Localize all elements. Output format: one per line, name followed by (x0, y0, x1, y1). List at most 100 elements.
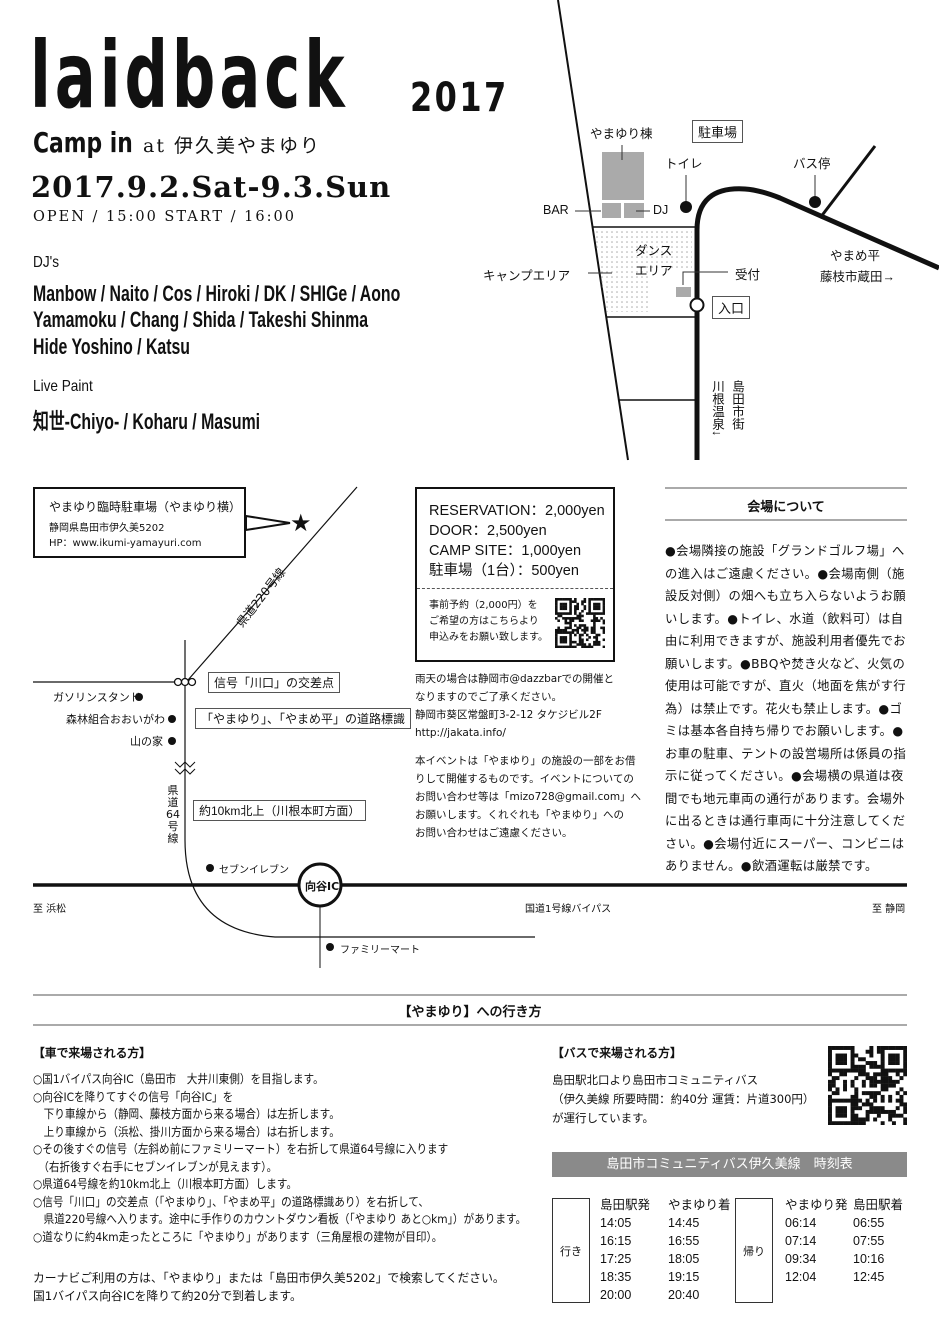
qr-module (595, 638, 599, 642)
qr-module (578, 640, 582, 644)
qr-module (835, 1046, 840, 1050)
qr-module (602, 612, 605, 615)
qr-module (828, 1083, 832, 1088)
qr-module (574, 609, 577, 613)
qr-module (903, 1046, 907, 1050)
qr-module (590, 612, 594, 615)
qr-module (835, 1087, 840, 1092)
qr-module (899, 1113, 904, 1118)
qr-module (865, 1072, 870, 1077)
qr-module (593, 624, 596, 627)
qr-module (880, 1057, 885, 1062)
qr-module (564, 598, 568, 601)
camp-area-label: キャンプエリア (483, 269, 571, 283)
time-cell: 20:40 (668, 1288, 700, 1302)
seven-eleven-label: セブンイレブン (219, 865, 289, 876)
qr-module (590, 645, 594, 648)
qr-module (854, 1068, 859, 1073)
qr-module (835, 1053, 840, 1058)
qr-module (569, 600, 572, 603)
qr-module (557, 645, 560, 648)
qr-module (602, 626, 605, 630)
rain-url[interactable]: http://jakata.info/ (415, 727, 506, 739)
qr-module (583, 600, 587, 603)
qr-module (843, 1121, 848, 1125)
qr-module (869, 1076, 874, 1081)
qr-module (571, 631, 575, 634)
qr-module (880, 1106, 885, 1111)
bus-stop-label: バス停 (793, 157, 831, 171)
qr-module (571, 600, 575, 603)
qr-module (828, 1046, 832, 1050)
parking-callout: やまゆり臨時駐車場（やまゆり横） 静岡県島田市伊久美5202 HP：www.ik… (33, 487, 246, 558)
qr-module (835, 1091, 840, 1096)
qr-module (843, 1046, 848, 1050)
price-camp: CAMP SITE：1,000yen (429, 543, 582, 559)
qr-module (590, 598, 594, 601)
callout-address: 静岡県島田市伊久美5202 (49, 523, 165, 534)
qr-module (571, 640, 575, 644)
qr-module (865, 1117, 870, 1122)
qr-module (581, 624, 584, 627)
ic-label: 向谷IC (305, 880, 340, 893)
rain-notice: 雨天の場合は静岡市@dazzbarでの開催と なりますのでご了承ください。 静岡… (415, 670, 614, 742)
navi-line: 国1バイパス向谷ICを降りて約20分で到着します。 (33, 1288, 302, 1303)
qr-module (602, 631, 605, 634)
dance-area-label: ダンス (635, 244, 673, 258)
qr-module (846, 1046, 851, 1050)
dj-label: DJ (653, 203, 669, 217)
qr-module (595, 640, 599, 644)
qr-module (597, 598, 601, 601)
qr-module (585, 633, 589, 637)
qr-module (581, 628, 584, 632)
qr-module (581, 645, 584, 648)
qr-module (588, 636, 591, 639)
qr-module (581, 640, 584, 644)
qr-module (569, 626, 572, 630)
entrance-label: 入口 (712, 296, 751, 319)
qr-module (869, 1049, 874, 1054)
qr-module (873, 1079, 878, 1084)
qr-module (571, 617, 575, 620)
callout-hp[interactable]: HP：www.ikumi-yamayuri.com (49, 538, 202, 549)
qr-module (828, 1117, 832, 1122)
dj-line: Manbow / Naito / Cos / Hiroki / DK / SHI… (33, 281, 401, 306)
live-paint-artists: 知世-Chiyo- / Koharu / Masumi (33, 409, 261, 434)
bus-qr-code[interactable] (828, 1046, 907, 1125)
qr-module (880, 1094, 885, 1099)
qr-module (835, 1113, 840, 1118)
rain-line: なりますのでご了承ください。 (415, 691, 562, 703)
qr-module (839, 1072, 844, 1077)
qr-module (831, 1079, 836, 1084)
qr-module (562, 636, 565, 639)
qr-module (869, 1106, 874, 1111)
open-start-times: OPEN / 15:00 START / 16:00 (33, 209, 296, 225)
familymart-label: ファミリーマート (340, 945, 420, 956)
qr-module (555, 628, 558, 632)
qr-module (888, 1117, 893, 1122)
qr-module (828, 1068, 832, 1073)
djs-label: DJ's (33, 254, 60, 271)
qr-module (880, 1061, 885, 1066)
qr-module (597, 633, 601, 637)
qr-module (557, 628, 560, 632)
qr-module (895, 1061, 900, 1066)
reservation-qr-code[interactable] (555, 598, 605, 648)
qr-module (595, 602, 599, 606)
qr-module (562, 631, 565, 634)
qr-module (839, 1053, 844, 1058)
qr-module (585, 645, 589, 648)
time-cell: 12:45 (853, 1270, 885, 1284)
dj-line: Yamamoku / Chang / Shida / Takeshi Shinm… (33, 307, 369, 332)
qr-module (843, 1061, 848, 1066)
qr-module (858, 1072, 863, 1077)
qr-module (581, 638, 584, 642)
qr-module (583, 645, 587, 648)
qr-module (846, 1068, 851, 1073)
qr-module (828, 1072, 832, 1077)
qr-module (876, 1046, 881, 1050)
star-icon: ★ (290, 509, 312, 537)
qr-module (595, 643, 599, 646)
qr-module (888, 1068, 893, 1073)
